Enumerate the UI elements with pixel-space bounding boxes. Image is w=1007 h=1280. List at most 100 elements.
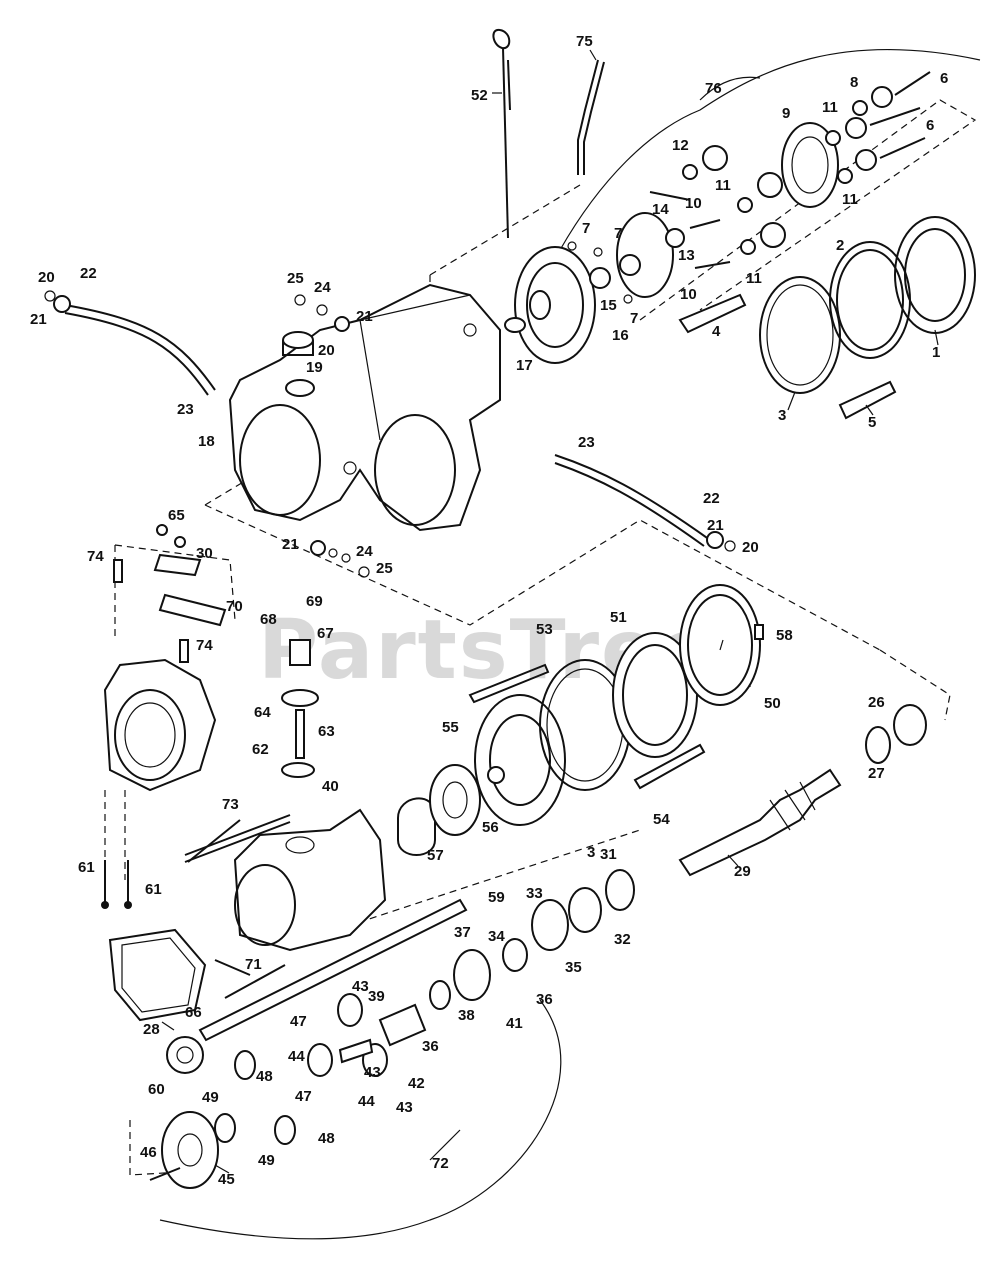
brake-drum-set: [397, 694, 566, 856]
callout-61a: 61: [78, 859, 95, 876]
callout-62: 62: [252, 741, 269, 758]
callout-24b: 24: [356, 543, 373, 560]
callout-44a: 44: [288, 1048, 305, 1065]
callout-12: 12: [672, 137, 689, 154]
callout-5: 5: [868, 414, 876, 431]
callout-3b: 3: [587, 844, 595, 861]
callout-15: 15: [600, 297, 617, 314]
callout-23a: 23: [177, 401, 194, 418]
callout-74a: 74: [87, 548, 104, 565]
callout-71: 71: [245, 956, 262, 973]
callout-3: 3: [778, 407, 786, 424]
callout-70: 70: [226, 598, 243, 615]
planet-gears: [567, 145, 786, 304]
main-shaft: [198, 898, 468, 1042]
callout-9: 9: [782, 105, 790, 122]
callout-76: 76: [705, 80, 722, 97]
filler-cap: [282, 294, 350, 356]
callout-27: 27: [868, 765, 885, 782]
callout-21d: 21: [707, 517, 724, 534]
callout-10a: 10: [685, 195, 702, 212]
bolts: [101, 819, 286, 1181]
callout-2: 2: [836, 237, 844, 254]
callout-21a: 21: [30, 311, 47, 328]
gear-cluster: [214, 869, 635, 1145]
callout-57: 57: [427, 847, 444, 864]
callout-63: 63: [318, 723, 335, 740]
callout-35: 35: [565, 959, 582, 976]
callout-24a: 24: [314, 279, 331, 296]
callout-21b: 21: [356, 308, 373, 325]
callout-43a: 43: [352, 978, 369, 995]
callout-38: 38: [458, 1007, 475, 1024]
callout-labels: 1 2 3 4 5 6 6 7 7 7 8 9 10 10 11 11 11 1…: [30, 33, 948, 1188]
callout-6b: 6: [926, 117, 934, 134]
left-axle: [44, 290, 216, 396]
shifter-bracket: [113, 524, 227, 663]
callout-60: 60: [148, 1081, 165, 1098]
callout-43b: 43: [396, 1099, 413, 1116]
callout-19: 19: [306, 359, 323, 376]
carrier-plate: [781, 71, 931, 208]
callout-45: 45: [218, 1171, 235, 1188]
callout-37: 37: [454, 924, 471, 941]
callout-11c: 11: [842, 191, 858, 208]
end-cover-set: [108, 928, 219, 1189]
callout-1: 1: [932, 344, 940, 361]
callout-17: 17: [516, 357, 533, 374]
callout-52: 52: [471, 87, 488, 104]
callout-53: 53: [536, 621, 553, 638]
callout-47b: 47: [295, 1088, 312, 1105]
callout-59: 59: [488, 889, 505, 906]
callout-34: 34: [488, 928, 505, 945]
dipstick: [492, 28, 511, 239]
callout-54: 54: [653, 811, 670, 828]
callout-55: 55: [442, 719, 459, 736]
callout-48b: 48: [318, 1130, 335, 1147]
callout-11a: 11: [822, 99, 838, 116]
callout-22b: 22: [703, 490, 720, 507]
callout-68: 68: [260, 611, 277, 628]
callout-39: 39: [368, 988, 385, 1005]
callout-74b: 74: [196, 637, 213, 654]
callout-7c: 7: [630, 310, 638, 327]
callout-11d: 11: [746, 270, 762, 287]
callout-66: 66: [185, 1004, 202, 1021]
callout-20b: 20: [318, 342, 335, 359]
planet-cover: [504, 246, 596, 364]
callout-28: 28: [143, 1021, 160, 1038]
callout-7b: 7: [614, 225, 622, 242]
callout-31: 31: [600, 846, 617, 863]
callout-23b: 23: [578, 434, 595, 451]
callout-44b: 44: [358, 1093, 375, 1110]
lower-axle-hardware: [310, 540, 370, 578]
callout-65: 65: [168, 507, 185, 524]
callout-64: 64: [254, 704, 271, 721]
callout-42: 42: [408, 1075, 425, 1092]
callout-36a: 36: [536, 991, 553, 1008]
transmission-housing: [184, 808, 387, 952]
callout-43c: 43: [364, 1064, 381, 1081]
callout-13: 13: [678, 247, 695, 264]
callout-67: 67: [317, 625, 334, 642]
callout-7a: 7: [582, 220, 590, 237]
callout-49b: 49: [258, 1152, 275, 1169]
leader-lines: [161, 49, 939, 1174]
callout-49a: 49: [202, 1089, 219, 1106]
callout-25a: 25: [287, 270, 304, 287]
callout-61b: 61: [145, 881, 162, 898]
callout-8: 8: [850, 74, 858, 91]
callout-56: 56: [482, 819, 499, 836]
callout-20c: 20: [742, 539, 759, 556]
callout-33: 33: [526, 885, 543, 902]
callout-30: 30: [196, 545, 213, 562]
callout-20a: 20: [38, 269, 55, 286]
callout-72: 72: [432, 1155, 449, 1172]
callout-40: 40: [322, 778, 339, 795]
shift-linkage: [281, 639, 319, 778]
shifter-housing: [103, 658, 217, 792]
callout-21c: 21: [282, 536, 299, 553]
callout-32: 32: [614, 931, 631, 948]
callout-4: 4: [712, 323, 721, 340]
